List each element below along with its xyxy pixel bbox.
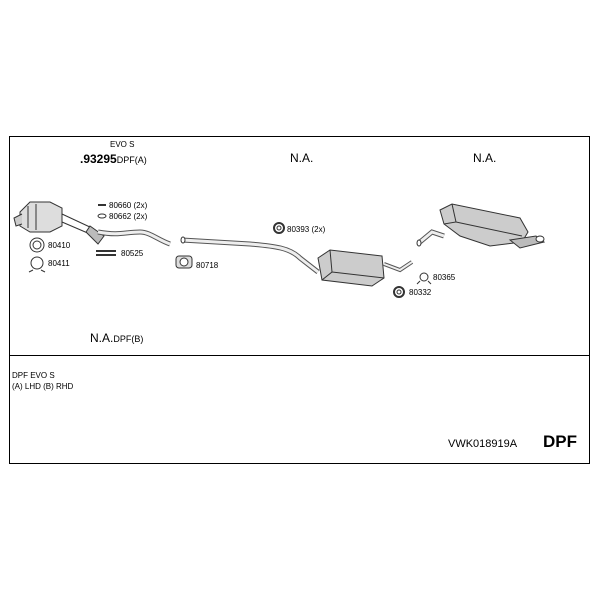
diagram-frame: [9, 136, 590, 464]
kit-code: VWK018919A: [448, 438, 518, 450]
front-pipe: [97, 229, 171, 247]
clamp-80411-drawing: [28, 256, 46, 273]
part-label-80393: 80393 (2x): [287, 225, 326, 234]
system-type: DPF: [543, 432, 577, 451]
part-label-80718: 80718: [196, 261, 219, 270]
front-part-number-group: .93295DPF(A): [80, 150, 147, 168]
gasket-80525-drawing: [96, 250, 116, 256]
legend-line-1: DPF EVO S: [12, 371, 55, 380]
center-muffler: [317, 249, 414, 287]
gasket-80410-drawing: [29, 237, 45, 253]
front-part-number: .93295: [80, 152, 117, 166]
middle-section-label: N.A.: [290, 151, 314, 165]
dpf-catalytic-converter: [13, 201, 105, 245]
rear-silencer: [416, 203, 546, 249]
front-variant-label: EVO S: [110, 140, 135, 149]
front-alt-suffix: DPF(B): [113, 334, 144, 344]
hanger-80365-drawing: [416, 272, 432, 285]
part-label-80410: 80410: [48, 241, 71, 250]
hanger-80393-drawing: [273, 222, 285, 234]
part-label-80332: 80332: [409, 288, 432, 297]
legend-divider: [9, 355, 590, 356]
clamp-80718-drawing: [175, 255, 193, 269]
part-label-80662: 80662 (2x): [109, 212, 148, 221]
part-label-80365: 80365: [433, 273, 456, 282]
rear-section-label: N.A.: [473, 151, 497, 165]
hanger-80332-drawing: [393, 286, 405, 298]
middle-pipe: [180, 236, 320, 274]
front-alt-group: N.A.DPF(B): [90, 329, 143, 347]
part-label-80525: 80525: [121, 249, 144, 258]
legend-line-2: (A) LHD (B) RHD: [12, 382, 74, 391]
spring-80662-drawing: [97, 213, 107, 219]
part-label-80411: 80411: [48, 259, 70, 268]
part-label-80660: 80660 (2x): [109, 201, 148, 210]
front-alt-label: N.A.: [90, 331, 114, 345]
front-part-suffix: DPF(A): [116, 155, 147, 165]
